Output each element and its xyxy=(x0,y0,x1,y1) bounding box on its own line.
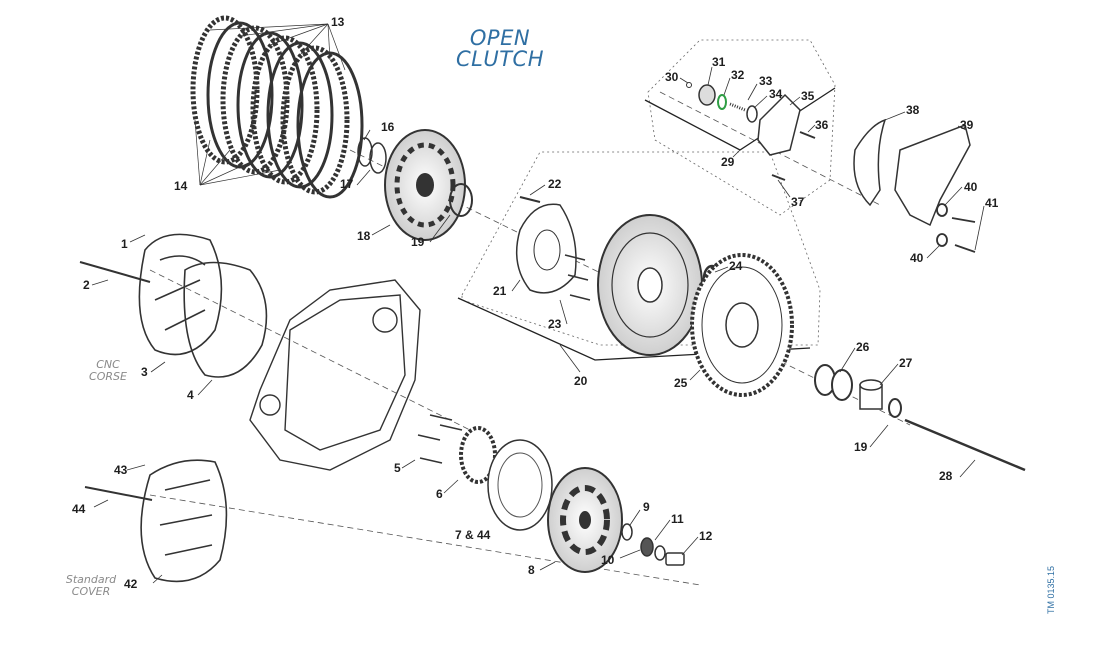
leader-lines xyxy=(91,66,985,584)
callout-29: 29 xyxy=(721,155,735,169)
callout-26: 26 xyxy=(856,340,870,354)
bushing-27 xyxy=(859,379,883,410)
bolt-37 xyxy=(771,174,786,181)
callout-13: 13 xyxy=(331,15,345,29)
clutch-housing xyxy=(597,214,703,356)
slave-cylinder-35 xyxy=(757,93,801,156)
cnc-variant-line-1: CNC xyxy=(96,358,120,371)
pressure-plate xyxy=(384,129,466,241)
guard-38 xyxy=(853,118,887,207)
callout-5: 5 xyxy=(394,461,401,475)
spring-33 xyxy=(729,102,746,112)
drive-plate-21 xyxy=(515,203,577,294)
callout-20: 20 xyxy=(574,374,588,388)
group-20-outline xyxy=(461,151,821,346)
callout-40-bottom: 40 xyxy=(910,251,924,265)
callout-44: 44 xyxy=(72,502,86,516)
callout-37: 37 xyxy=(791,195,805,209)
callout-41: 41 xyxy=(985,196,999,210)
callout-39: 39 xyxy=(960,118,974,132)
callout-40-top: 40 xyxy=(964,180,978,194)
clutch-plate-stack xyxy=(190,15,364,199)
callout-43: 43 xyxy=(114,463,128,477)
callout-42: 42 xyxy=(124,577,138,591)
standard-clutch-cover xyxy=(84,459,228,583)
screw-22 xyxy=(519,196,541,203)
springs-23 xyxy=(564,254,591,301)
standard-variant-line-2: COVER xyxy=(71,585,111,598)
friction-disc-inner xyxy=(497,452,543,518)
ball-30 xyxy=(686,82,692,88)
bleed-screw-36 xyxy=(799,131,816,139)
standard-variant-label: Standard COVER xyxy=(60,574,122,598)
washer-19-right xyxy=(888,398,902,418)
callout-30: 30 xyxy=(665,70,679,84)
callout-36: 36 xyxy=(815,118,829,132)
release-parts-9-12 xyxy=(621,523,685,566)
callout-3: 3 xyxy=(141,365,148,379)
piston-31 xyxy=(698,84,716,106)
callout-9: 9 xyxy=(643,500,650,514)
callout-24: 24 xyxy=(729,259,743,273)
callout-21: 21 xyxy=(493,284,507,298)
callout-25: 25 xyxy=(674,376,688,390)
callout-19-right: 19 xyxy=(854,440,868,454)
callout-16: 16 xyxy=(381,120,395,134)
drawing-code: TM 0135.15 xyxy=(1046,565,1056,614)
callout-14: 14 xyxy=(174,179,188,193)
cnc-clutch-cover xyxy=(79,233,268,378)
leader-lines-13-14 xyxy=(194,23,346,186)
standard-variant-line-1: Standard xyxy=(65,573,117,586)
callout-6: 6 xyxy=(436,487,443,501)
callout-7-44: 7 & 44 xyxy=(455,528,491,542)
oring-32 xyxy=(717,94,727,110)
ring-34 xyxy=(746,105,758,123)
group-29-outline xyxy=(647,39,836,216)
cnc-variant-line-2: CORSE xyxy=(89,370,127,383)
callout-4: 4 xyxy=(187,388,194,402)
callout-22: 22 xyxy=(548,177,562,191)
callout-10: 10 xyxy=(601,553,615,567)
callout-11: 11 xyxy=(671,512,684,526)
callout-1: 1 xyxy=(121,237,128,251)
bolts-5 xyxy=(417,414,463,464)
primary-gear xyxy=(690,253,794,397)
callout-28: 28 xyxy=(939,469,953,483)
push-rod xyxy=(904,418,1026,472)
crankcase-cover xyxy=(249,279,421,471)
callout-31: 31 xyxy=(712,55,726,69)
bushings-40-bolts-41 xyxy=(936,203,976,253)
callout-23: 23 xyxy=(548,317,562,331)
callout-12: 12 xyxy=(699,529,713,543)
outer-pressure-plate xyxy=(547,467,623,573)
bearing-ring xyxy=(459,426,497,484)
callout-34: 34 xyxy=(769,87,783,101)
callout-8: 8 xyxy=(528,563,535,577)
callout-33: 33 xyxy=(759,74,773,88)
callout-17: 17 xyxy=(340,177,354,191)
title-line-2: CLUTCH xyxy=(455,47,544,71)
washer-19-top xyxy=(449,183,473,217)
callout-32: 32 xyxy=(731,68,745,82)
cnc-variant-label: CNC CORSE xyxy=(78,359,138,383)
callout-19-top: 19 xyxy=(411,235,425,249)
diagram-title: OPEN CLUTCH xyxy=(445,28,555,70)
guard-39 xyxy=(894,123,971,227)
callout-27: 27 xyxy=(899,356,913,370)
callout-38: 38 xyxy=(906,103,920,117)
callout-2: 2 xyxy=(83,278,90,292)
needle-bearings xyxy=(814,364,853,401)
callout-35: 35 xyxy=(801,89,815,103)
callout-18: 18 xyxy=(357,229,371,243)
title-line-1: OPEN xyxy=(469,26,531,50)
